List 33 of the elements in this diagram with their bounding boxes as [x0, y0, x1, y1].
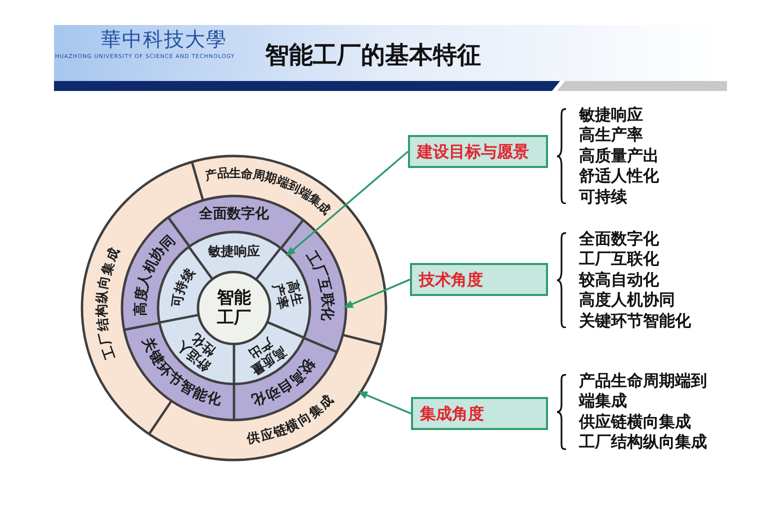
- outer-ring: [80, 154, 388, 462]
- category-label: 技术角度: [419, 270, 483, 290]
- arrow: [286, 150, 409, 256]
- ring-label: 工厂互联化: [303, 249, 334, 322]
- category-label: 集成角度: [420, 404, 484, 424]
- ring-label: 工厂结构纵向集成: [95, 246, 122, 361]
- ring-label: 敏捷响应: [208, 244, 260, 260]
- feature-text: 全面数字化: [579, 228, 660, 250]
- feature-text: 工厂互联化: [579, 249, 660, 270]
- feature-text: 产品生命周期端到端集成: [579, 370, 708, 412]
- ring-label: 全面数字化: [199, 207, 269, 221]
- category-box: [408, 135, 548, 168]
- category-box: [410, 263, 548, 296]
- category-box: [411, 397, 548, 430]
- slide-title: 智能工厂的基本特征: [265, 40, 481, 70]
- feature-text: 可持续: [579, 186, 628, 208]
- feature-text: 高生产率: [579, 125, 644, 146]
- ring-label: 高生产率: [269, 277, 306, 312]
- ring-label: 高质量产出: [244, 333, 289, 378]
- feature-text: 高质量产出: [579, 146, 660, 166]
- feature-text: 较高自动化: [579, 270, 660, 290]
- feature-text: 供应链横向集成: [579, 412, 692, 432]
- arrow: [343, 278, 410, 308]
- feature-text: 关键环节智能化: [579, 310, 692, 332]
- feature-text: 舒适人性化: [579, 166, 660, 187]
- hub-label: 智能工厂: [216, 288, 252, 328]
- category-label: 建设目标与愿景: [417, 142, 529, 162]
- feature-text: 工厂结构纵向集成: [579, 432, 708, 452]
- university-name: 華中科技大學: [101, 26, 227, 52]
- feature-text: 高度人机协同: [579, 290, 676, 311]
- ring-label: 可持续: [171, 266, 198, 308]
- arrow: [358, 391, 412, 414]
- feature-text: 敏捷响应: [579, 104, 644, 126]
